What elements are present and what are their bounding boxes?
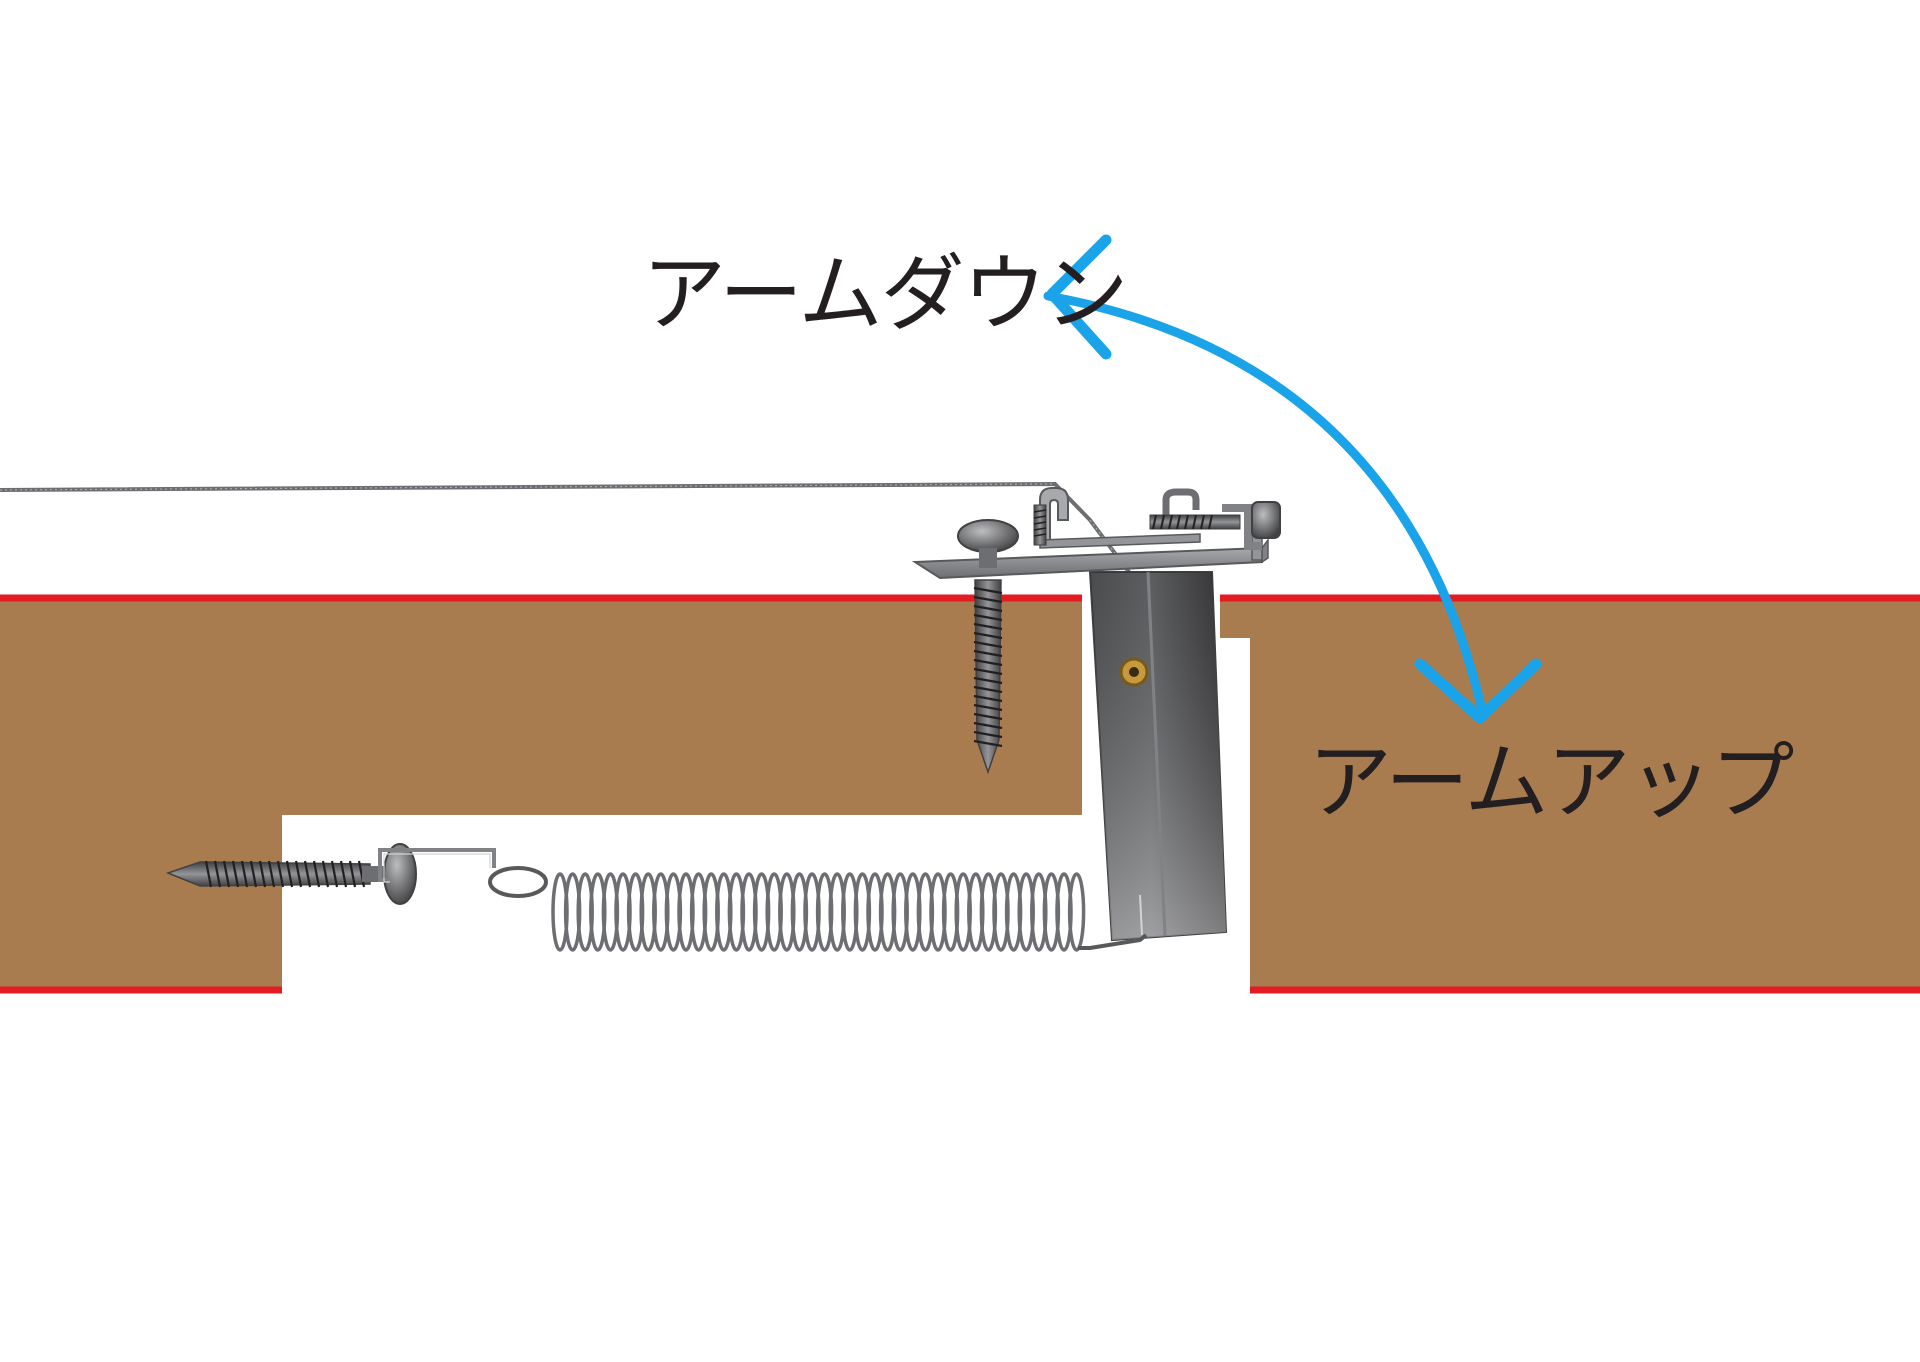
claw-screw <box>165 843 417 905</box>
pivot-screw <box>957 519 1019 775</box>
arm-down-label: アームダウン <box>642 245 1128 343</box>
spring-hook <box>488 866 548 898</box>
guitar-body <box>0 594 1920 994</box>
tension-spring <box>551 872 1086 952</box>
wood-body-left <box>0 598 1082 990</box>
arm-up-label: アームアップ <box>1308 733 1794 831</box>
intonation-screw <box>1149 488 1281 550</box>
spring-block-hook <box>1078 933 1148 950</box>
spring-claw <box>378 848 496 883</box>
saddle <box>1033 487 1201 549</box>
tremolo-block <box>1088 571 1228 942</box>
double-headed-curved-arrow <box>1043 234 1542 724</box>
wood-body-right <box>1220 598 1920 990</box>
